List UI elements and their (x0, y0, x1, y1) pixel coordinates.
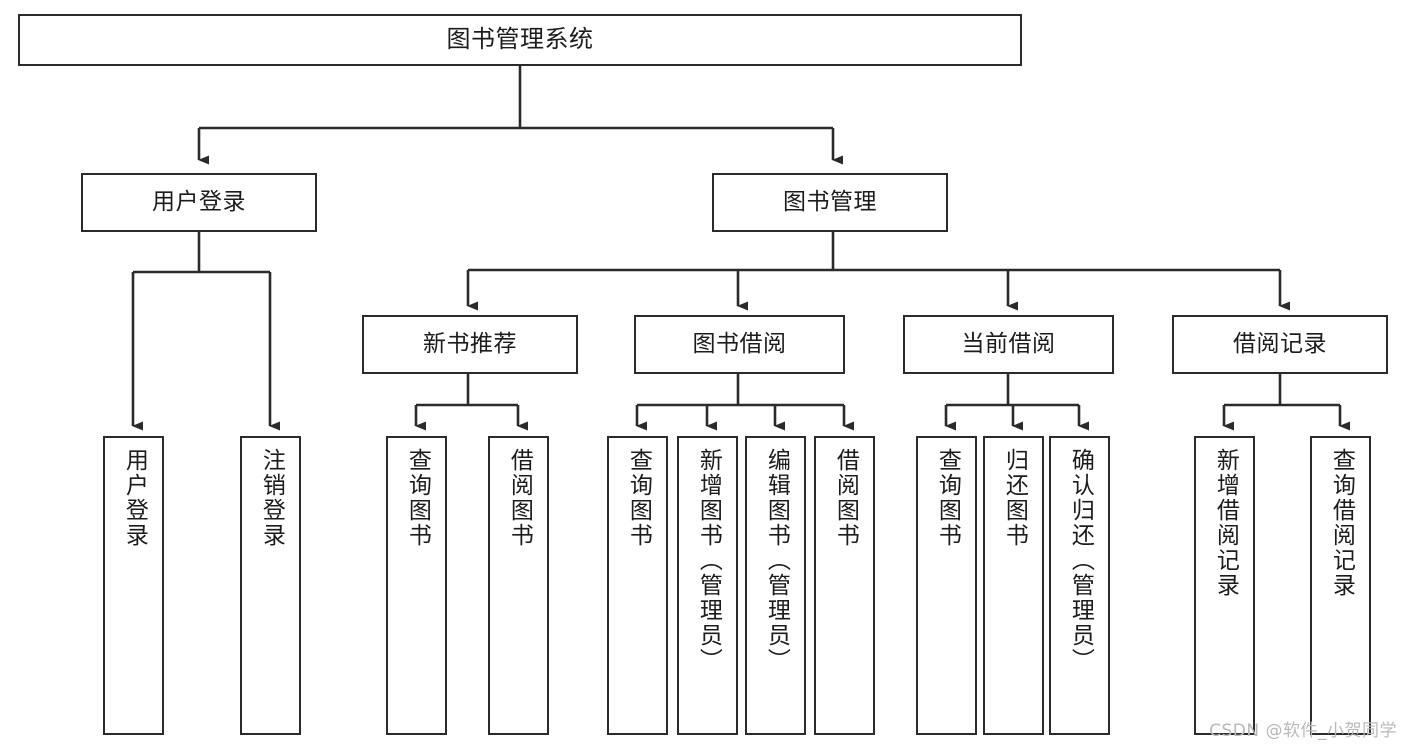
leaf-book-borrow-edit-book-admin[interactable]: 编辑图书（管理员） (745, 436, 806, 735)
node-book-borrow[interactable]: 图书借阅 (634, 315, 845, 374)
node-label: 借阅图书 (506, 448, 533, 548)
node-label: 借阅记录 (1233, 331, 1327, 358)
node-label: 注销登录 (258, 448, 285, 548)
node-borrow-record[interactable]: 借阅记录 (1172, 315, 1388, 374)
node-label: 查询图书 (404, 448, 431, 548)
node-label: 查询图书 (934, 448, 961, 548)
node-label: 图书管理系统 (446, 25, 594, 54)
leaf-user-login[interactable]: 用户登录 (103, 436, 164, 735)
node-label: 新增借阅记录 (1212, 448, 1239, 598)
leaf-current-borrow-query-book[interactable]: 查询图书 (916, 436, 977, 735)
node-root-book-management-system[interactable]: 图书管理系统 (18, 14, 1022, 66)
leaf-book-borrow-borrow-book[interactable]: 借阅图书 (814, 436, 875, 735)
node-label: 图书借阅 (692, 331, 787, 358)
leaf-borrow-record-add-record[interactable]: 新增借阅记录 (1194, 436, 1255, 735)
node-label: 用户登录 (152, 189, 246, 216)
node-label: 查询借阅记录 (1328, 448, 1355, 598)
leaf-new-book-borrow-book[interactable]: 借阅图书 (488, 436, 549, 735)
node-new-book-recommend[interactable]: 新书推荐 (362, 315, 578, 374)
node-label: 新增图书（管理员） (695, 448, 722, 673)
node-label: 当前借阅 (961, 331, 1056, 358)
leaf-book-borrow-query-book[interactable]: 查询图书 (607, 436, 668, 735)
leaf-logout[interactable]: 注销登录 (240, 436, 301, 735)
leaf-new-book-query-book[interactable]: 查询图书 (386, 436, 447, 735)
node-label: 编辑图书（管理员） (763, 448, 790, 673)
leaf-book-borrow-add-book-admin[interactable]: 新增图书（管理员） (677, 436, 738, 735)
leaf-borrow-record-query-record[interactable]: 查询借阅记录 (1310, 436, 1371, 735)
node-label: 确认归还（管理员） (1067, 448, 1094, 673)
node-label: 图书管理 (783, 189, 877, 216)
leaf-current-borrow-confirm-return-admin[interactable]: 确认归还（管理员） (1049, 436, 1110, 735)
node-book-management[interactable]: 图书管理 (712, 173, 948, 232)
node-current-borrow[interactable]: 当前借阅 (903, 315, 1114, 374)
leaf-current-borrow-return-book[interactable]: 归还图书 (983, 436, 1044, 735)
node-label: 新书推荐 (423, 331, 517, 358)
node-label: 借阅图书 (832, 448, 859, 548)
node-label: 查询图书 (625, 448, 652, 548)
node-user-login[interactable]: 用户登录 (81, 173, 317, 232)
node-label: 用户登录 (121, 448, 148, 548)
node-label: 归还图书 (1001, 448, 1028, 548)
